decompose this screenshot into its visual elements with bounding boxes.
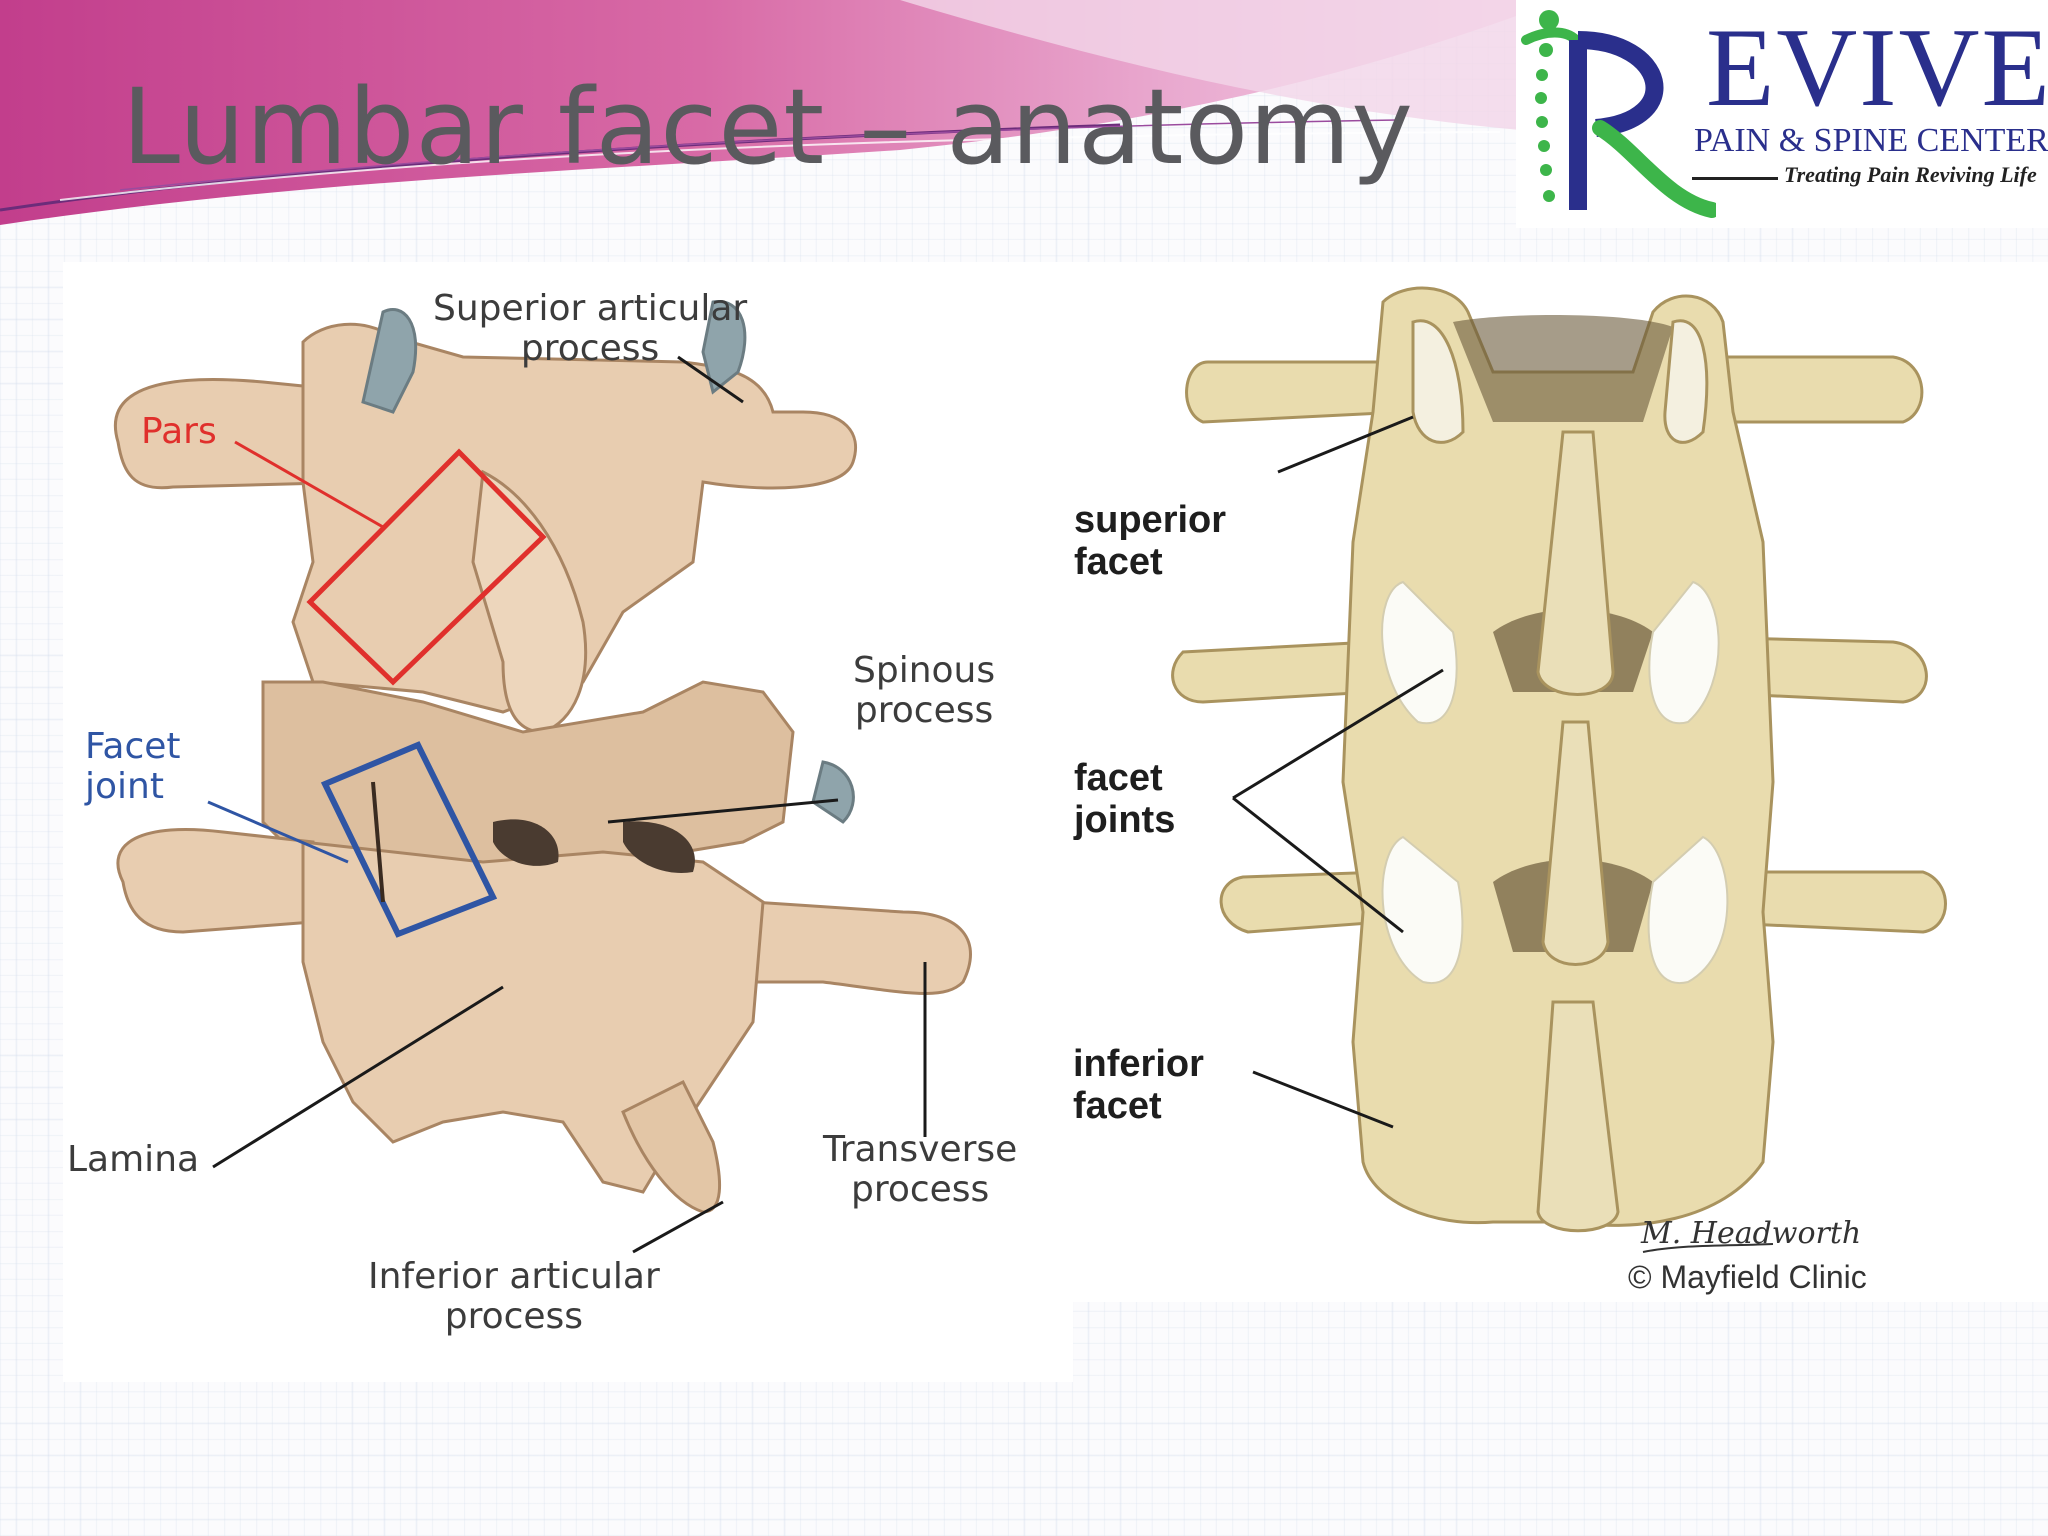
label-facet-joints: facet joints — [1074, 757, 1176, 841]
leader-spinous — [607, 798, 839, 824]
revive-logo: EVIVE PAIN & SPINE CENTER Treating Pain … — [1516, 0, 2048, 228]
leader-superior-articular — [677, 355, 744, 404]
label-lamina: Lamina — [67, 1139, 200, 1180]
label-inferior-articular: Inferior articular process — [368, 1256, 660, 1337]
label-superior-facet: superior facet — [1074, 499, 1227, 583]
label-inferior-facet: inferior facet — [1073, 1043, 1204, 1127]
leader-inferior-facet — [1252, 1070, 1394, 1129]
vertebra-posterior-oblique-illustration — [113, 300, 972, 1254]
leader-inferior-articular — [632, 1200, 724, 1254]
logo-subtitle: PAIN & SPINE CENTER — [1694, 122, 2048, 159]
header-band — [0, 0, 1560, 225]
facet-joint-box — [320, 741, 498, 938]
leader-facet-joints-lower — [1232, 796, 1404, 934]
right-anatomy-figure: superior facet facet joints inferior fac… — [1073, 262, 2048, 1302]
leader-facet-joint — [207, 800, 349, 864]
lumbar-spine-posterior-illustration — [1171, 286, 1947, 1253]
label-superior-articular: Superior articular process — [433, 288, 748, 369]
logo-rule — [1692, 177, 1778, 180]
copyright-credit: © Mayfield Clinic — [1628, 1259, 1867, 1295]
logo-tagline: Treating Pain Reviving Life — [1784, 162, 2037, 187]
slide-title: Lumbar facet – anatomy — [122, 66, 1414, 188]
logo-wordmark: EVIVE — [1706, 6, 2048, 130]
leader-facet-joints-upper — [1232, 668, 1444, 800]
pars-box — [306, 448, 547, 686]
label-spinous: Spinous process — [853, 650, 996, 731]
label-facet-joint: Facet joint — [85, 726, 181, 807]
label-pars: Pars — [141, 411, 217, 452]
left-anatomy-figure: Superior articular process Pars Spinous … — [63, 262, 1073, 1382]
leader-pars — [234, 440, 384, 529]
label-transverse: Transverse process — [823, 1129, 1018, 1210]
leader-lamina — [212, 985, 504, 1169]
logo-r-mark — [1521, 10, 1716, 218]
artist-signature: M. Headworth — [1641, 1216, 1862, 1251]
leader-superior-facet — [1277, 415, 1414, 474]
